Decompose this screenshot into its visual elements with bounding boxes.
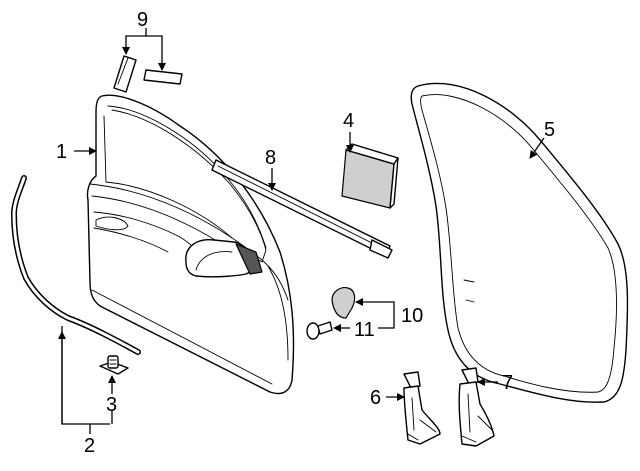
part-5-body-seal [410,82,629,403]
callout-4: 4 [343,110,354,132]
part-7-bracket [458,367,495,447]
callout-labels: 9 1 4 8 5 10 11 3 2 6 7 [56,9,555,457]
callout-6: 6 [370,387,381,409]
callout-7: 7 [502,372,513,394]
callout-5: 5 [544,119,555,141]
part-10-bumper [331,287,356,319]
part-8-belt-moulding [211,159,393,259]
callout-8: 8 [265,147,276,169]
part-4-block [341,143,399,209]
callout-3: 3 [106,394,117,416]
part-2-weatherstrip [10,175,141,355]
callout-10: 10 [401,305,423,327]
part-11-screw [306,321,333,340]
part-3-clip [99,355,129,375]
callout-2: 2 [84,435,95,457]
part-6-bracket [403,371,441,445]
callout-11: 11 [354,319,375,341]
part-1-door [86,94,295,395]
leader-lines [58,28,545,434]
callout-9: 9 [137,9,148,31]
callout-1: 1 [56,141,67,163]
part-9-pads [113,55,183,93]
